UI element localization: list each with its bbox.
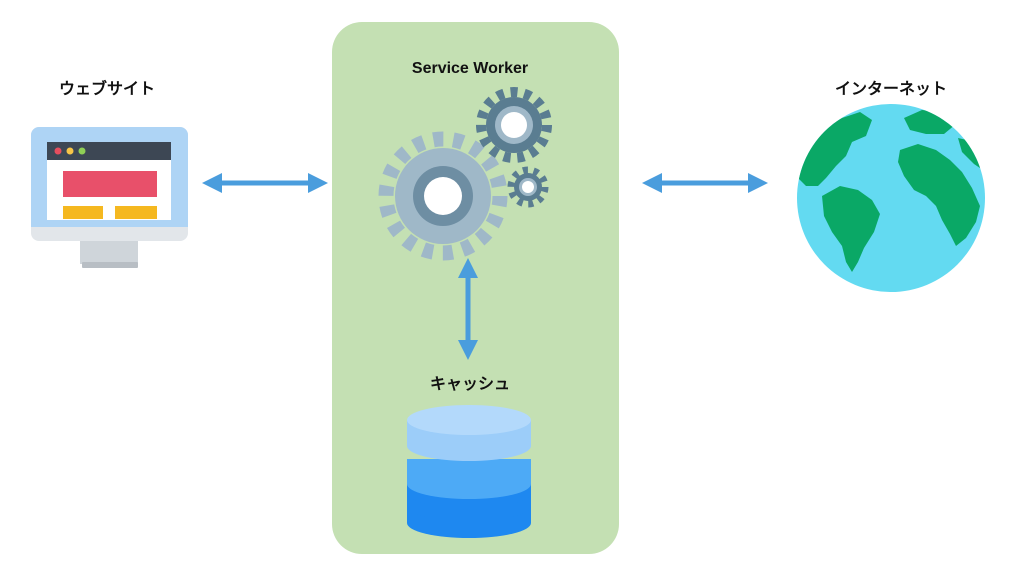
- cache-label: キャッシュ: [429, 374, 511, 393]
- medium-gear-icon: [476, 87, 552, 163]
- service-worker-label: Service Worker: [411, 60, 529, 77]
- database-icon: [407, 405, 531, 538]
- small-gear-icon: [507, 166, 549, 208]
- internet-label: インターネット: [834, 79, 948, 98]
- gears-icon: [378, 87, 552, 261]
- large-gear-icon: [378, 131, 508, 261]
- globe-icon: [797, 104, 985, 292]
- website-label: ウェブサイト: [58, 79, 156, 98]
- website-monitor-icon: [31, 127, 188, 268]
